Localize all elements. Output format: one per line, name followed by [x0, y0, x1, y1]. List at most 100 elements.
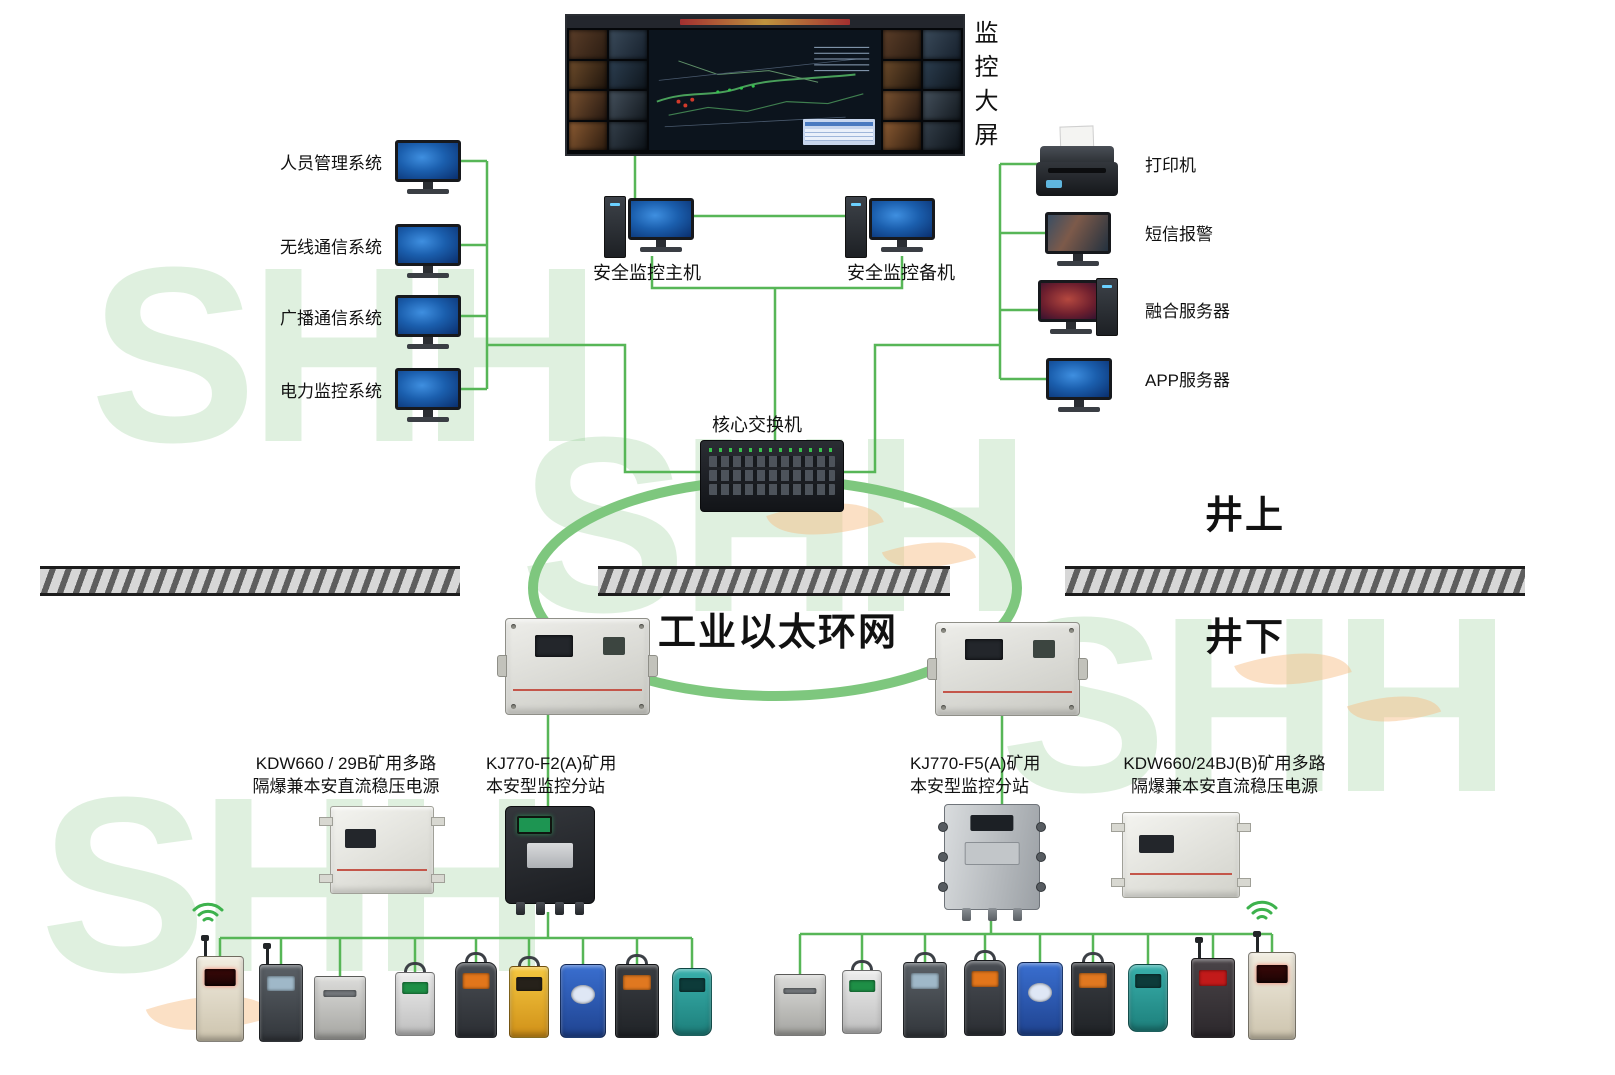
mount-tab	[1111, 823, 1125, 832]
co-sensor	[842, 960, 882, 1034]
monitor-stand	[656, 240, 666, 247]
backup-host-tower	[845, 196, 867, 258]
handheld-detector	[672, 968, 712, 1036]
power-system-label: 电力监控系统	[280, 382, 382, 401]
bolt	[941, 628, 946, 633]
temperature-sensor	[509, 956, 549, 1038]
hanging-ring	[1082, 952, 1104, 965]
printer-body	[1036, 162, 1118, 196]
monitor-screen	[395, 140, 461, 182]
broadcast-system-label: 广播通信系统	[280, 309, 382, 328]
wind-speed-sensor	[1017, 962, 1063, 1036]
dust-sensor	[615, 954, 659, 1038]
monitor-screen	[1038, 280, 1104, 322]
substation-stripe	[513, 689, 642, 692]
sensor-body	[259, 964, 303, 1042]
sensor-display	[402, 981, 428, 995]
sensor-display	[266, 975, 296, 992]
monitor-base	[881, 247, 923, 252]
underground-zone-label: 井下	[1205, 617, 1286, 659]
sensor-display	[1135, 974, 1161, 988]
substation-window	[1033, 640, 1055, 658]
label-line: KJ770-F2(A)矿用	[486, 754, 617, 773]
bolt	[941, 705, 946, 710]
left-station-label: KJ770-F2(A)矿用 本安型监控分站	[486, 752, 616, 798]
sensor-display	[910, 973, 940, 989]
switch-leds	[709, 448, 835, 452]
video-wall-header	[567, 16, 963, 28]
left-power-supply	[319, 806, 445, 894]
label-line: 隔爆兼本安直流稳压电源	[252, 777, 440, 796]
left-monitoring-substation	[505, 806, 595, 915]
sensor-display	[516, 976, 542, 992]
watermark-text: SHH	[1000, 565, 1512, 844]
big-screen-label: 监控大屏	[970, 20, 997, 156]
monitor-base	[407, 273, 449, 278]
wireless-system-monitor	[395, 224, 461, 278]
sms-alarm-label: 短信报警	[1145, 225, 1213, 244]
mount-tab	[1237, 878, 1251, 887]
monitor-base	[407, 344, 449, 349]
sensor-display	[622, 975, 652, 990]
mount-tab	[319, 874, 333, 883]
monitor-stand	[423, 337, 433, 344]
methane-sensor	[964, 950, 1006, 1036]
left-psu-label: KDW660 / 29B矿用多路 隔爆兼本安直流稳压电源	[226, 752, 466, 798]
label-line: KJ770-F5(A)矿用	[910, 754, 1041, 773]
junction-box-sensor	[774, 974, 826, 1036]
label-line: KDW660 / 29B矿用多路	[255, 754, 437, 773]
psu-stripe	[1129, 873, 1233, 876]
printer-label: 打印机	[1145, 156, 1196, 175]
fusion-server-tower	[1096, 278, 1118, 336]
power-system-monitor	[395, 368, 461, 422]
ground-hatch-center	[598, 566, 950, 596]
ground-hatch-right	[1065, 566, 1525, 596]
substation-nameplate	[527, 843, 573, 869]
sensor-dial	[1028, 982, 1052, 1002]
bolt	[1069, 628, 1074, 633]
wireless-gas-sensor	[196, 935, 244, 1042]
hanging-ring	[974, 950, 996, 963]
antenna-icon	[200, 935, 209, 957]
gas-sensor	[259, 943, 303, 1042]
right-station-label: KJ770-F5(A)矿用 本安型监控分站	[910, 752, 1040, 798]
main-host-monitor	[628, 198, 694, 252]
mine-map	[649, 30, 881, 150]
mount-tab	[431, 817, 445, 826]
sensor-display	[462, 973, 490, 989]
sensor-display	[1198, 970, 1228, 986]
psu-display	[345, 829, 376, 849]
surface-zone-label: 井上	[1205, 495, 1286, 537]
main-host-tower	[604, 196, 626, 258]
substation-nameplate	[964, 842, 1020, 866]
substation-window	[603, 637, 625, 656]
camera-thumbnails-left	[569, 30, 647, 150]
monitor-stand	[897, 240, 907, 247]
fusion-server-monitor	[1038, 280, 1104, 334]
monitor-screen	[1045, 212, 1111, 254]
sensor-body	[314, 976, 366, 1040]
mount-tab	[431, 874, 445, 883]
monitor-stand	[1066, 322, 1076, 329]
antenna-icon	[1195, 937, 1204, 959]
wireless-gas-sensor	[1248, 931, 1296, 1040]
junction-box-sensor	[314, 976, 366, 1040]
methane-sensor	[455, 952, 497, 1038]
fusion-server-label: 融合服务器	[1145, 302, 1230, 321]
monitor-base	[407, 189, 449, 194]
monitor-screen	[628, 198, 694, 240]
core-switch-label: 核心交换机	[712, 415, 802, 435]
monitor-screen	[395, 224, 461, 266]
sensor-display	[971, 971, 999, 987]
mount-tab	[1111, 878, 1125, 887]
hanging-ring	[404, 962, 426, 975]
backup-host-label: 安全监控备机	[847, 263, 955, 283]
cable-glands	[945, 908, 1039, 921]
left-ring-substation	[497, 618, 658, 715]
substation-stripe	[943, 690, 1072, 693]
monitor-screen	[1046, 358, 1112, 400]
monitor-screen	[869, 198, 935, 240]
app-server-label: APP服务器	[1145, 371, 1231, 390]
mount-ear	[497, 655, 507, 678]
camera-thumbnails-right	[883, 30, 961, 150]
